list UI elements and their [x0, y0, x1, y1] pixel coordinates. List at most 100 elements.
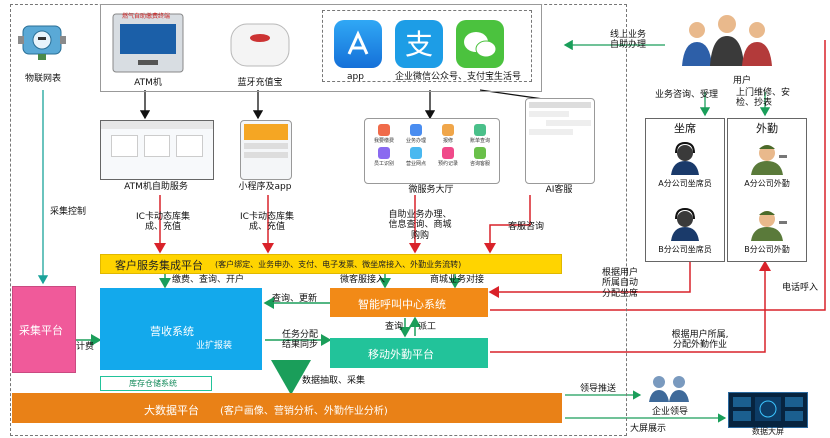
field-worker-a-icon: [751, 145, 787, 175]
tile-label: 预约记录: [437, 161, 458, 167]
bluetooth-recharge-label: 蓝牙充值宝: [237, 78, 283, 88]
ai-service-label: AI客服: [545, 185, 573, 195]
business-expand-label: 业扩报装: [196, 341, 233, 351]
tile-label: 账单查询: [469, 138, 490, 144]
ic-integration-1-label: IC卡动态库集 成、充值: [136, 212, 190, 233]
biz-consult-label: 业务咨询、受理: [655, 90, 719, 100]
screen-show-label: 大屏展示: [630, 424, 667, 434]
inventory-system: 库存仓储系统: [100, 376, 212, 391]
atm-self-service-screen: [100, 120, 214, 180]
micro-hall-tile: 账单查询: [465, 123, 495, 144]
alipay-icon: 支: [395, 20, 443, 68]
tile-icon: [474, 147, 486, 159]
micro-hall-tile: 员工识别: [369, 146, 399, 167]
field-a-label: A分公司外勤: [744, 179, 790, 188]
iot-meter-icon: [18, 18, 68, 63]
tile-icon: [410, 147, 422, 159]
tile-icon: [474, 124, 486, 136]
users-label: 用户: [733, 76, 752, 86]
bluetooth-recharge-icon: [225, 18, 295, 73]
bigdata-platform: 大数据平台 (客户画像、营销分析、外勤作业分析): [12, 393, 562, 423]
onsite-label: 上门维修、安 检、抄表: [736, 88, 791, 109]
seat-agent-b-icon: [671, 207, 699, 241]
billing-system-title: 营收系统: [150, 325, 194, 338]
atm-self-service-label: ATM机自助服务: [124, 182, 188, 192]
miniapp-label: 小程序及app: [238, 182, 292, 192]
pay-query-label: 缴费、查询、开户: [172, 275, 245, 285]
ai-service-screen: [525, 98, 595, 184]
field-worker-b-icon: [751, 211, 787, 241]
wechat-access-label: 微客服接入: [340, 275, 386, 285]
tile-icon: [378, 147, 390, 159]
phone-in-label: 电话呼入: [782, 283, 819, 293]
app-label: app: [347, 72, 364, 82]
tile-label: 营业网点: [405, 161, 426, 167]
leader-label: 企业领导: [652, 407, 689, 417]
micro-hall-screen: 我要缴费 业务办理 报修 账单查询员工识别 营业网点 预约记录 咨询客服: [364, 118, 500, 184]
data-screen-label: 数据大屏: [752, 427, 784, 436]
tile-icon: [410, 124, 422, 136]
wechat-alipay-label: 企业微信公众号、支付宝生活号: [395, 72, 522, 82]
tile-label: 业务办理: [405, 138, 426, 144]
seat-panel: 坐席 A分公司坐席员 B分公司坐席员: [645, 118, 725, 262]
seat-title: 坐席: [674, 122, 696, 135]
leader-icon: [645, 372, 695, 402]
micro-hall-tile: 营业网点: [401, 146, 431, 167]
call-center-title: 智能呼叫中心系统: [358, 298, 446, 311]
tile-label: 我要缴费: [373, 138, 394, 144]
mobile-field-title: 移动外勤平台: [368, 348, 434, 361]
bigdata-subtitle: (客户画像、营销分析、外勤作业分析): [220, 406, 388, 417]
dispatch-label: 派工: [418, 322, 437, 332]
call-center-system: 智能呼叫中心系统: [330, 288, 488, 317]
bigdata-title: 大数据平台: [144, 404, 199, 417]
micro-hall-tile: 我要缴费: [369, 123, 399, 144]
tile-icon: [442, 147, 454, 159]
cs-consult-label: 客服咨询: [508, 222, 545, 232]
atm-screen-title: 燃气自助缴费终端: [122, 13, 171, 20]
query2-label: 查询: [385, 322, 404, 332]
cs-platform-title: 客户服务集成平台: [115, 259, 203, 272]
micro-hall-tile: 预约记录: [433, 146, 463, 167]
micro-hall-tile: 报修: [433, 123, 463, 144]
micro-hall-label: 微服务大厅: [408, 185, 454, 195]
seat-a-label: A分公司坐席员: [658, 179, 712, 188]
appstore-icon: [334, 20, 382, 68]
tile-label: 报修: [442, 138, 453, 144]
billing-label: 计费: [76, 342, 95, 352]
wechat-icon: [456, 20, 504, 68]
online-auto-label: 线上业务 自助办理: [609, 30, 646, 51]
field-b-label: B分公司外勤: [744, 245, 790, 254]
collect-control-label: 采集控制: [50, 207, 87, 217]
tile-label: 咨询客服: [469, 161, 490, 167]
mobile-field-platform: 移动外勤平台: [330, 338, 488, 368]
micro-hall-tile: 咨询客服: [465, 146, 495, 167]
cs-integration-platform: 客户服务集成平台 (客户绑定、业务申办、支付、电子发票、微坐席接入、外勤业务流转…: [100, 254, 562, 274]
micro-hall-tile: 业务办理: [401, 123, 431, 144]
users-group-icon: [672, 12, 782, 72]
inventory-system-title: 库存仓储系统: [129, 379, 177, 388]
cs-platform-subtitle: (客户绑定、业务申办、支付、电子发票、微坐席接入、外勤业务流转): [215, 260, 462, 269]
atm-label: ATM机: [134, 78, 162, 88]
billing-system: 营收系统 业扩报装: [100, 288, 262, 370]
self-service-label: 自助业务办理、 信息查询、商城 购购: [388, 210, 452, 241]
field-title: 外勤: [756, 122, 778, 135]
iot-meter-label: 物联网表: [24, 74, 61, 84]
tile-label: 员工识别: [373, 161, 394, 167]
device-group-border: [100, 4, 542, 92]
svg-text:支: 支: [405, 28, 433, 61]
ic-integration-2-label: IC卡动态库集 成、充值: [240, 212, 294, 233]
auto-assign-seat-label: 根据用户 所属自动 分配坐席: [601, 268, 638, 299]
seat-agent-a-icon: [671, 141, 699, 175]
collect-platform: 采集平台: [12, 286, 76, 373]
collect-platform-title: 采集平台: [19, 324, 63, 337]
data-screen-icon: [728, 392, 808, 428]
field-panel: 外勤 A分公司外勤 B分公司外勤: [727, 118, 807, 262]
tile-icon: [442, 124, 454, 136]
query-update-label: 查询、更新: [272, 294, 318, 304]
app-group-border: [322, 10, 532, 82]
tile-icon: [378, 124, 390, 136]
mall-dock-label: 商城业务对接: [430, 275, 485, 285]
data-extract-label: 数据抽取、采集: [302, 376, 366, 386]
atm-machine-icon: [108, 12, 188, 74]
task-assign-label: 任务分配 结果同步: [281, 330, 318, 351]
